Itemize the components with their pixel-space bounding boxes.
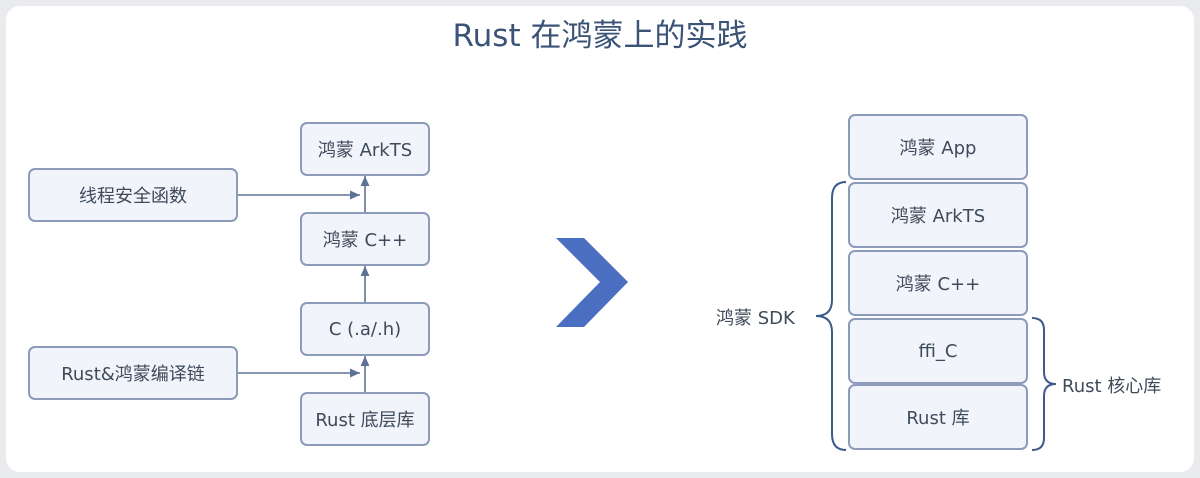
left-box-c-lib: C (.a/.h) bbox=[300, 302, 430, 356]
left-box-arkts: 鸿蒙 ArkTS bbox=[300, 122, 430, 176]
sdk-label: 鸿蒙 SDK bbox=[716, 308, 795, 329]
sdk-brace bbox=[815, 181, 847, 451]
diagram-title: Rust 在鸿蒙上的实践 bbox=[452, 18, 748, 54]
core-brace bbox=[1031, 317, 1057, 451]
right-box-rust: Rust 库 bbox=[848, 384, 1028, 450]
right-box-ffi: ffi_C bbox=[848, 318, 1028, 384]
side-box-toolchain: Rust&鸿蒙编译链 bbox=[28, 346, 238, 400]
chevron-arrow-icon bbox=[556, 238, 628, 327]
right-box-app: 鸿蒙 App bbox=[848, 114, 1028, 180]
left-box-rust-lib: Rust 底层库 bbox=[300, 392, 430, 446]
right-box-arkts: 鸿蒙 ArkTS bbox=[848, 182, 1028, 248]
left-box-cpp: 鸿蒙 C++ bbox=[300, 212, 430, 266]
core-label: Rust 核心库 bbox=[1062, 376, 1162, 397]
side-box-thread-safe: 线程安全函数 bbox=[28, 168, 238, 222]
right-box-cpp: 鸿蒙 C++ bbox=[848, 250, 1028, 316]
